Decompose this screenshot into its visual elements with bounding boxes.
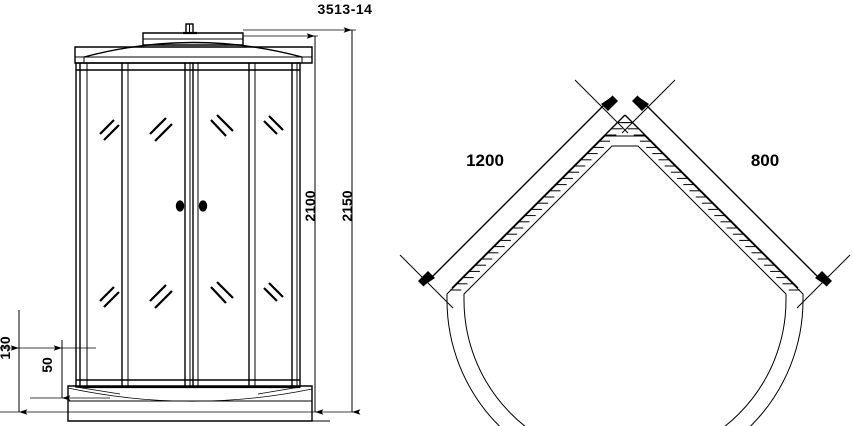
door-handle-right[interactable] (198, 200, 208, 212)
dimension-2100: 2100 (243, 33, 324, 415)
glass-reflection-marks (99, 114, 284, 309)
plan-view-drawing: 1200 800 (399, 79, 851, 426)
dimension-1200-label: 1200 (466, 151, 504, 170)
wall-hatching-left (450, 122, 629, 291)
dimension-2150-label: 2150 (339, 190, 355, 221)
dimension-800: 800 (621, 79, 851, 309)
roof-vent-fixture (183, 23, 197, 35)
tray-profile-lines (75, 386, 301, 395)
dimension-50-label: 50 (39, 357, 55, 373)
shower-base-tray (67, 385, 330, 422)
dimension-2100-label: 2100 (302, 190, 318, 221)
tray-outline-outer (446, 135, 804, 426)
door-handle-left[interactable] (175, 200, 185, 212)
dimension-130-label: 130 (0, 336, 13, 360)
canopy-dome (83, 41, 303, 58)
wall-right (624, 114, 799, 289)
dimension-2150: 2150 (68, 27, 361, 415)
dimension-50: 50 (30, 340, 110, 401)
drawing-title: 3513-14 (318, 1, 373, 17)
canopy-roof (74, 46, 313, 64)
dimension-800-label: 800 (751, 151, 779, 170)
wall-hatching-right (621, 122, 800, 291)
cabin-body-frame (75, 62, 301, 388)
wall-left (451, 114, 626, 289)
tray-outline-inner (463, 145, 787, 426)
front-elevation-drawing: 2100 2150 130 50 (0, 23, 361, 422)
dimension-130: 130 (0, 310, 96, 415)
frame-posts (79, 63, 298, 387)
dimension-1200: 1200 (399, 79, 629, 309)
